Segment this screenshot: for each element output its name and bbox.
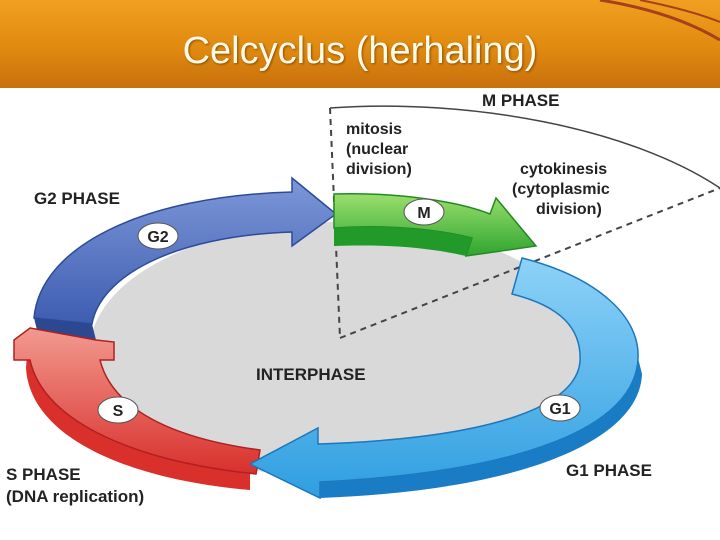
svg-text:S: S [113, 403, 124, 420]
g2-phase-label: G2 PHASE [34, 189, 120, 208]
svg-text:(cytoplasmic: (cytoplasmic [512, 181, 610, 198]
svg-text:G1: G1 [549, 401, 570, 418]
svg-text:division): division) [346, 161, 412, 178]
svg-text:(nuclear: (nuclear [346, 141, 408, 158]
s-badge: S [98, 397, 138, 423]
svg-text:(DNA replication): (DNA replication) [6, 487, 144, 506]
svg-text:division): division) [536, 201, 602, 218]
svg-text:mitosis: mitosis [346, 121, 402, 138]
svg-text:M: M [417, 205, 430, 222]
mitosis-label: mitosis (nuclear division) [346, 121, 412, 178]
cytokinesis-label: cytokinesis (cytoplasmic division) [512, 161, 610, 218]
svg-text:S PHASE: S PHASE [6, 465, 81, 484]
title-bar: Celcyclus (herhaling) [0, 0, 720, 88]
cell-cycle-diagram: M G2 S G1 M PHASE mitosis (nuclear divis… [0, 88, 720, 540]
s-phase-label: S PHASE (DNA replication) [6, 465, 144, 506]
m-phase-label: M PHASE [482, 91, 559, 110]
svg-text:G2: G2 [147, 229, 168, 246]
slide-title: Celcyclus (herhaling) [0, 30, 720, 73]
g2-badge: G2 [138, 223, 178, 249]
svg-text:cytokinesis: cytokinesis [520, 161, 607, 178]
m-badge: M [404, 199, 444, 225]
interphase-label: INTERPHASE [256, 365, 366, 384]
g1-badge: G1 [540, 395, 580, 421]
g1-phase-label: G1 PHASE [566, 461, 652, 480]
